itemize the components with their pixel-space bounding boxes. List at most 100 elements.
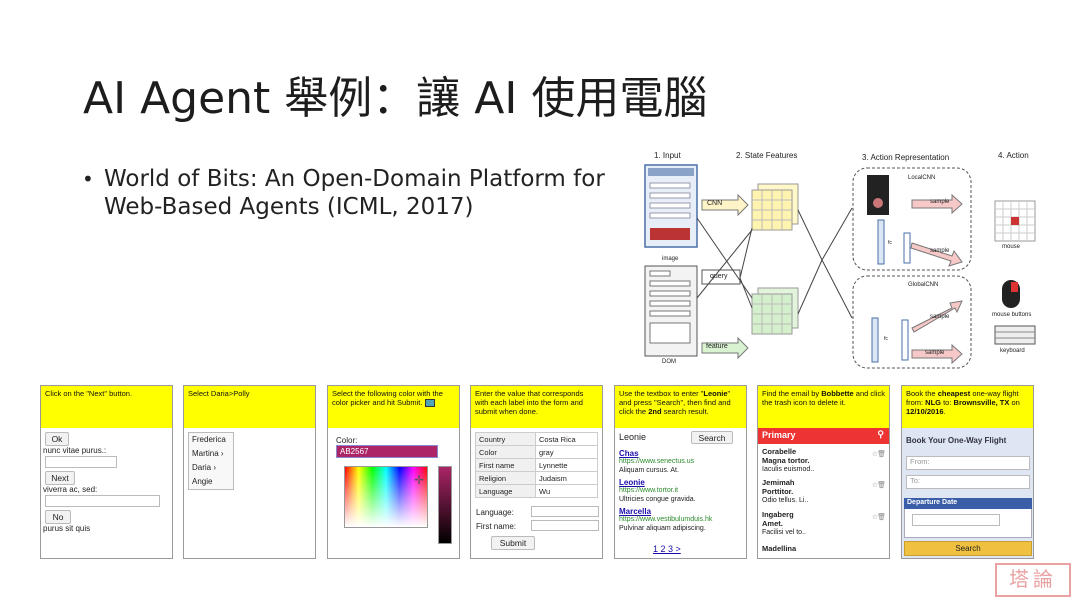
- diagram-label-globalcnn: GlobalCNN: [908, 282, 939, 288]
- mail-subject: Magna tortor.: [762, 456, 810, 465]
- keyboard-icon: [994, 325, 1036, 345]
- task-canvas: Primary ⚲ Corabelle Magna tortor. Iaculi…: [758, 428, 889, 558]
- next-button[interactable]: Next: [45, 471, 75, 485]
- to-input[interactable]: To:: [906, 475, 1030, 489]
- mail-sender: Corabelle: [762, 447, 797, 456]
- instruction-text: on: [1009, 398, 1020, 407]
- ok-button[interactable]: Ok: [45, 432, 69, 446]
- table-cell: First name: [475, 458, 536, 472]
- star-icon[interactable]: ☆: [871, 451, 878, 458]
- task-canvas: Ok nunc vitae purus.: Next viverra ac, s…: [41, 428, 172, 558]
- result-snippet: Pulvinar aliquam adipiscing.: [619, 525, 706, 532]
- departure-date-input[interactable]: [912, 514, 1000, 526]
- menu-item[interactable]: Angie: [192, 477, 213, 486]
- filler-text: purus sit quis: [43, 524, 91, 533]
- diagram-label-cnn: CNN: [707, 200, 723, 207]
- mail-subject: Porttitor.: [762, 487, 794, 496]
- diagram-label-fc-1: fc: [888, 240, 892, 246]
- list-item[interactable]: Corabelle Magna tortor. Iaculis euismod.…: [762, 448, 886, 474]
- text-input[interactable]: [45, 456, 117, 468]
- star-icon[interactable]: ☆: [871, 514, 878, 521]
- menu-item[interactable]: Frederica: [192, 435, 226, 444]
- search-flights-button[interactable]: Search: [904, 541, 1032, 556]
- instruction-text: " and press "Search", then find and clic…: [619, 389, 731, 416]
- pagination[interactable]: 1 2 3 >: [653, 544, 681, 554]
- result-title-link[interactable]: Chas: [619, 449, 639, 458]
- instruction-target: 12/10/2016: [906, 407, 944, 416]
- mail-body: Odio tellus. Li..: [762, 497, 809, 504]
- departure-label: Departure Date: [904, 498, 1032, 509]
- architecture-diagram: 1. Input 2. State Features 3. Action Rep…: [640, 148, 1040, 370]
- task-canvas: Color: AB2567 ✛: [328, 428, 459, 558]
- task-tile-search-engine: Use the textbox to enter "Leonie" and pr…: [614, 385, 747, 559]
- search-input[interactable]: Leonie: [619, 432, 647, 442]
- submit-button[interactable]: Submit: [491, 536, 535, 550]
- mouse-grid-icon: [994, 200, 1036, 242]
- list-item[interactable]: Ingaberg Amet. Facilisi vel to.. ☆ 🗑: [762, 511, 886, 537]
- primary-tab[interactable]: Primary: [762, 430, 796, 440]
- first-name-input[interactable]: [531, 520, 599, 531]
- trash-icon[interactable]: 🗑: [877, 451, 886, 458]
- slide-title: AI Agent 舉例：讓 AI 使用電腦: [83, 73, 708, 124]
- trash-icon[interactable]: 🗑: [877, 514, 886, 521]
- diagram-header-state: 2. State Features: [736, 151, 798, 160]
- crosshair-icon: ✛: [414, 473, 425, 487]
- table-cell: Judaism: [535, 471, 598, 485]
- filler-text: viverra ac, sed:: [43, 485, 98, 494]
- table-cell: gray: [535, 445, 598, 459]
- diagram-header-input: 1. Input: [654, 151, 681, 160]
- menu-item[interactable]: Daria ›: [192, 463, 217, 472]
- brightness-slider[interactable]: [438, 466, 452, 544]
- table-cell: Religion: [475, 471, 536, 485]
- color-value-input[interactable]: AB2567: [336, 445, 438, 458]
- trash-icon[interactable]: 🗑: [877, 482, 886, 489]
- task-instruction: Book the cheapest one-way flight from: N…: [902, 386, 1033, 428]
- architecture-graphic: [644, 164, 1036, 369]
- from-input[interactable]: From:: [906, 456, 1030, 470]
- instruction-text: to:: [941, 398, 954, 407]
- to-placeholder: To:: [910, 476, 921, 485]
- instruction-target: Brownsville, TX: [953, 398, 1010, 407]
- menu-list: [188, 432, 234, 490]
- table-cell: Color: [475, 445, 536, 459]
- search-icon[interactable]: ⚲: [877, 429, 884, 439]
- table-cell: Wu: [535, 484, 598, 498]
- diagram-label-mouse-buttons: mouse buttons: [992, 312, 1032, 318]
- task-canvas: Frederica Martina › Daria › Angie: [184, 428, 315, 558]
- result-url: https://www.vestibulumduis.hk: [619, 516, 713, 523]
- diagram-header-action: 4. Action: [998, 151, 1029, 160]
- instruction-target: cheapest: [937, 389, 971, 398]
- diagram-label-fc-2: fc: [884, 336, 888, 342]
- instruction-target: NLG: [925, 398, 942, 407]
- list-item[interactable]: Madellina: [762, 545, 886, 554]
- result-snippet: Aliquam cursus. At.: [619, 467, 679, 474]
- language-input[interactable]: [531, 506, 599, 517]
- task-tile-menu: Select Daria>Polly Frederica Martina › D…: [183, 385, 316, 559]
- result-title-link[interactable]: Leonie: [619, 478, 645, 487]
- from-placeholder: From:: [910, 457, 930, 466]
- text-input[interactable]: [45, 495, 160, 507]
- diagram-label-dom: DOM: [662, 359, 676, 365]
- diagram-label-feature: feature: [706, 343, 728, 350]
- star-icon[interactable]: ☆: [871, 482, 878, 489]
- mouse-icon: [1002, 280, 1020, 308]
- state-features-grid-yellow: [751, 183, 799, 231]
- filler-text: nunc vitae purus.:: [43, 446, 107, 455]
- search-button[interactable]: Search: [691, 431, 733, 444]
- color-spectrum-picker[interactable]: [344, 466, 428, 528]
- diagram-label-mouse: mouse: [1002, 244, 1021, 250]
- task-tile-form: Enter the value that corresponds with ea…: [470, 385, 603, 559]
- menu-item[interactable]: Martina ›: [192, 449, 224, 458]
- table-cell: Lynnette: [535, 458, 598, 472]
- task-instruction: Use the textbox to enter "Leonie" and pr…: [615, 386, 746, 428]
- result-title-link[interactable]: Marcella: [619, 507, 652, 516]
- task-tile-email-inbox: Find the email by Bobbette and click the…: [757, 385, 890, 559]
- target-color-swatch-icon: [424, 399, 435, 408]
- list-item[interactable]: Jemimah Porttitor. Odio tellus. Li.. ☆ 🗑: [762, 479, 886, 505]
- no-button[interactable]: No: [45, 510, 71, 524]
- diagram-label-sample-2: sample: [930, 248, 950, 254]
- result-snippet: Ultricies congue gravida.: [619, 496, 696, 503]
- instruction-text: one-way flight from:: [906, 389, 1019, 407]
- watermark-logo: 塔論: [995, 563, 1071, 597]
